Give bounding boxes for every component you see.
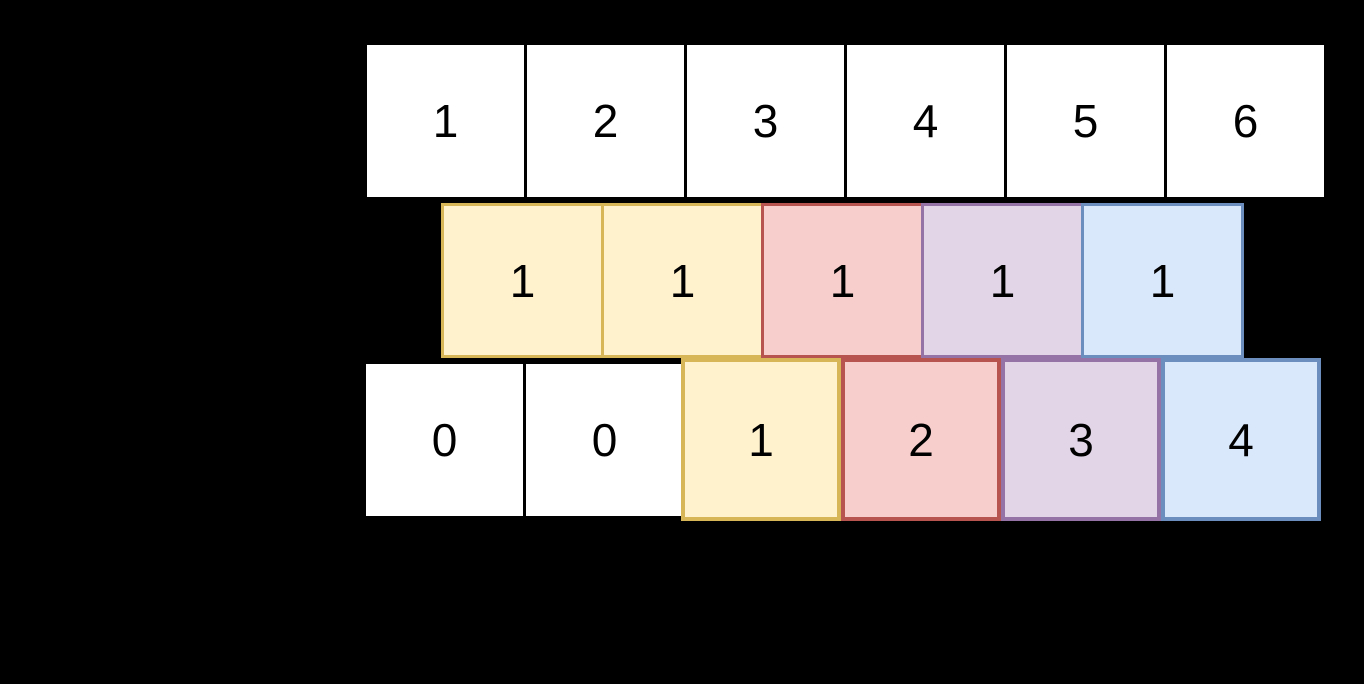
cell-label: 2 (592, 95, 619, 147)
cell-label: 1 (1149, 254, 1176, 307)
middle-cell-5: 1 (1081, 203, 1244, 358)
bottom-cell-6: 4 (1161, 358, 1321, 521)
cell-label: 3 (752, 95, 779, 147)
cell-label: 5 (1072, 95, 1099, 147)
cell-label: 1 (669, 254, 696, 307)
top-cell-1: 1 (364, 42, 527, 200)
top-cell-6: 6 (1164, 42, 1327, 200)
top-cell-4: 4 (844, 42, 1007, 200)
cell-label: 1 (432, 95, 459, 147)
cell-label: 1 (748, 413, 774, 466)
cell-label: 6 (1232, 95, 1259, 147)
middle-cell-3: 1 (761, 203, 924, 358)
cell-label: 3 (1068, 413, 1094, 466)
middle-cell-2: 1 (601, 203, 764, 358)
bottom-cell-1: 0 (363, 361, 526, 519)
bottom-cell-4: 2 (841, 358, 1001, 521)
cell-label: 1 (829, 254, 856, 307)
top-cell-2: 2 (524, 42, 687, 200)
bottom-cell-5: 3 (1001, 358, 1161, 521)
cell-label: 0 (431, 414, 458, 466)
cell-label: 4 (912, 95, 939, 147)
cell-label: 2 (908, 413, 934, 466)
top-cell-5: 5 (1004, 42, 1167, 200)
cell-label: 1 (509, 254, 536, 307)
cell-label: 1 (989, 254, 1016, 307)
bottom-cell-3: 1 (681, 358, 841, 521)
bottom-cell-2: 0 (523, 361, 686, 519)
cell-label: 4 (1228, 413, 1254, 466)
middle-cell-1: 1 (441, 203, 604, 358)
cell-label: 0 (591, 414, 618, 466)
middle-cell-4: 1 (921, 203, 1084, 358)
top-cell-3: 3 (684, 42, 847, 200)
